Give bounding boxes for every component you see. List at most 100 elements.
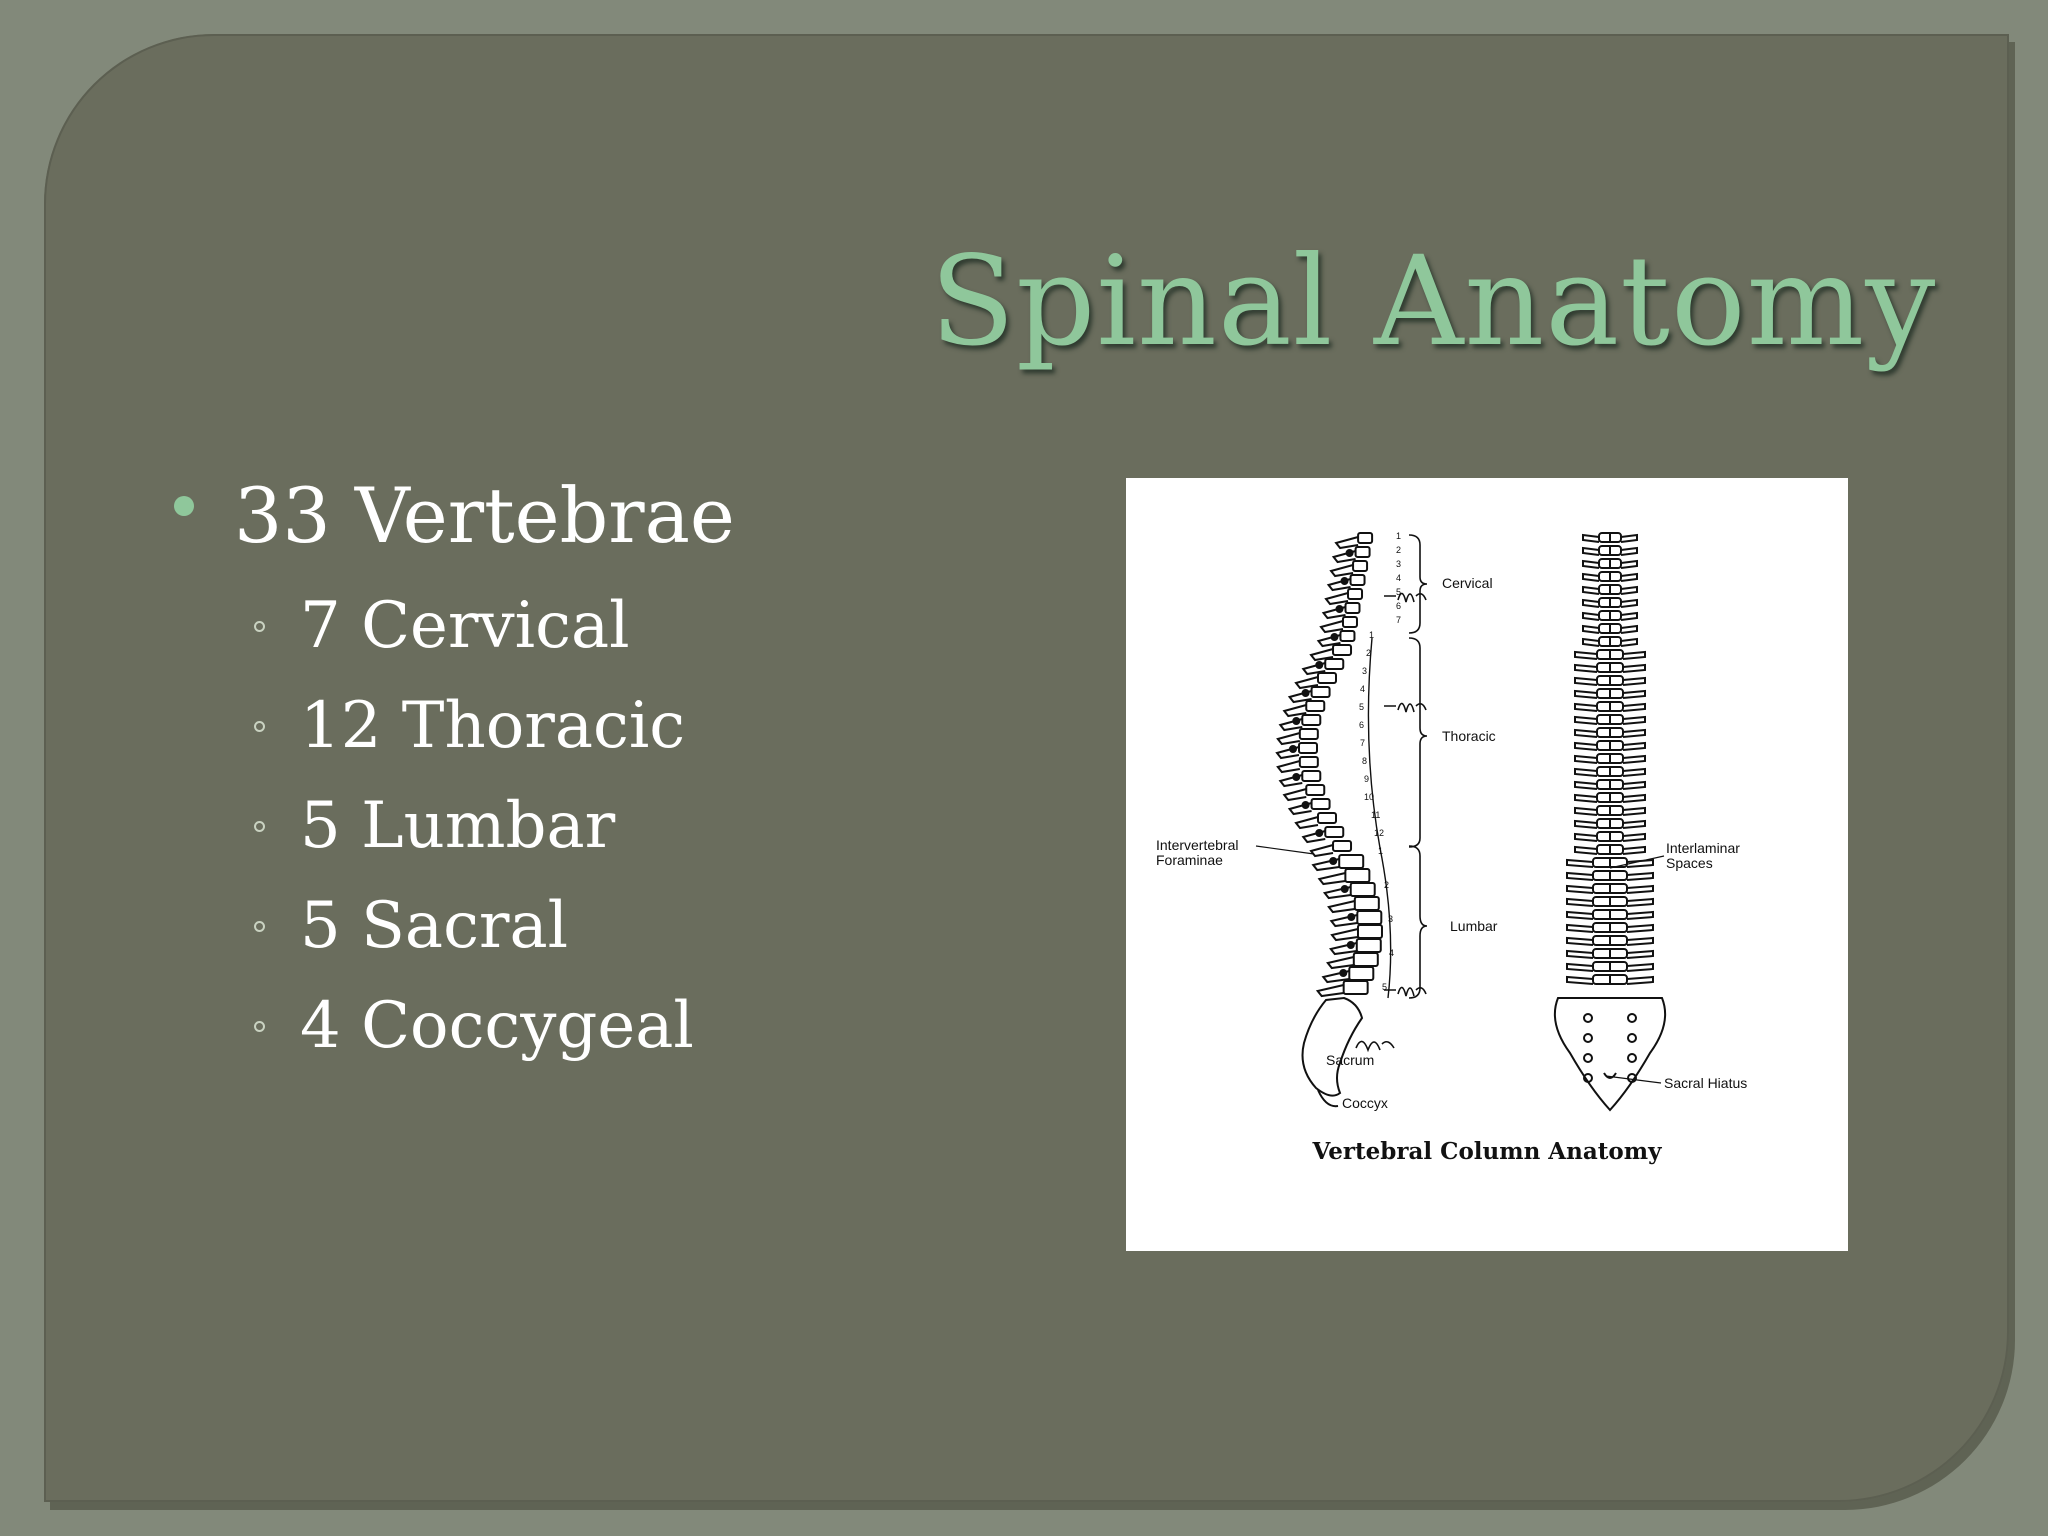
transverse-process-right xyxy=(1620,585,1638,595)
vertebral-body xyxy=(1298,742,1318,754)
svg-text:6: 6 xyxy=(1359,720,1364,730)
transverse-process-left xyxy=(1566,923,1594,933)
svg-text:12: 12 xyxy=(1374,828,1384,838)
vertebra-back xyxy=(1592,870,1628,881)
vertebral-body xyxy=(1338,854,1365,869)
vertebra-back xyxy=(1596,805,1624,816)
sub-bullet-text: 12 Thoracic xyxy=(300,689,686,763)
vertebral-body xyxy=(1341,616,1358,628)
vertebral-body xyxy=(1348,966,1375,981)
sub-bullet-text: 7 Cervical xyxy=(300,589,630,663)
spinous-process xyxy=(1321,606,1346,620)
transverse-process-right xyxy=(1622,819,1646,829)
transverse-process-left xyxy=(1574,819,1598,829)
transverse-process-right xyxy=(1620,624,1638,634)
spinous-process xyxy=(1317,872,1346,886)
svg-text:5: 5 xyxy=(1396,587,1401,597)
transverse-process-right xyxy=(1622,663,1646,673)
svg-text:1: 1 xyxy=(1369,630,1374,640)
vertebra-back xyxy=(1592,922,1628,933)
transverse-process-left xyxy=(1582,546,1600,556)
svg-text:2: 2 xyxy=(1384,880,1389,890)
transverse-process-left xyxy=(1566,975,1594,985)
transverse-process-left xyxy=(1582,598,1600,608)
transverse-process-left xyxy=(1582,572,1600,582)
svg-text:9: 9 xyxy=(1364,774,1369,784)
vertebral-body xyxy=(1344,602,1361,614)
spinous-process xyxy=(1287,802,1312,816)
sub-bullet-thoracic: 12 Thoracic xyxy=(254,676,1070,776)
sacral-foramen xyxy=(1583,1053,1593,1063)
vertebral-body xyxy=(1349,574,1366,586)
vertebral-body xyxy=(1347,588,1364,600)
spinous-process xyxy=(1329,564,1354,578)
foramen-mark xyxy=(1301,689,1310,697)
spinous-process xyxy=(1315,984,1344,998)
vertebra-back xyxy=(1592,935,1628,946)
sub-bullet-coccygeal: 4 Coccygeal xyxy=(254,976,1070,1076)
coccyx-shape xyxy=(1317,1089,1339,1108)
vertebral-body xyxy=(1317,812,1337,824)
foramen-mark xyxy=(1315,829,1324,837)
transverse-process-right xyxy=(1626,936,1654,946)
spinous-process xyxy=(1322,886,1351,900)
label-intervertebral: Intervertebral xyxy=(1156,837,1239,853)
sacrum-back-shape xyxy=(1554,997,1666,1112)
vertebral-body xyxy=(1310,798,1331,810)
vertebra-back xyxy=(1596,779,1624,790)
svg-text:4: 4 xyxy=(1396,573,1401,583)
transverse-process-right xyxy=(1620,533,1638,543)
spinous-process xyxy=(1282,788,1307,802)
sub-bullet-text: 4 Coccygeal xyxy=(300,989,694,1063)
svg-text:5: 5 xyxy=(1382,982,1387,992)
transverse-process-left xyxy=(1582,637,1600,647)
foramen-mark xyxy=(1289,745,1297,753)
foramen-mark xyxy=(1292,717,1301,725)
vertebra-back xyxy=(1596,649,1624,660)
sacrum-shape xyxy=(1301,996,1364,1097)
transverse-process-left xyxy=(1574,832,1598,842)
transverse-process-right xyxy=(1620,598,1638,608)
label-spaces: Spaces xyxy=(1666,855,1713,871)
transverse-process-right xyxy=(1626,884,1654,894)
transverse-process-right xyxy=(1620,559,1638,569)
vertebra-back xyxy=(1596,831,1624,842)
svg-text:1: 1 xyxy=(1378,846,1383,856)
vertebral-body xyxy=(1324,658,1345,670)
vertebra-back xyxy=(1596,818,1624,829)
vertebral-body xyxy=(1305,784,1326,796)
transverse-process-left xyxy=(1574,689,1598,699)
svg-text:7: 7 xyxy=(1396,615,1401,625)
spinous-process xyxy=(1324,592,1349,606)
transverse-process-right xyxy=(1622,754,1646,764)
foramen-mark xyxy=(1347,913,1356,921)
foramen-mark xyxy=(1345,549,1354,557)
handwritten-annotations xyxy=(1355,592,1427,1053)
spinous-process xyxy=(1329,942,1358,956)
transverse-process-right xyxy=(1622,780,1646,790)
transverse-process-right xyxy=(1622,793,1646,803)
transverse-process-left xyxy=(1574,663,1598,673)
bullet-dot-icon xyxy=(174,496,194,516)
vertebra-back xyxy=(1596,844,1624,855)
transverse-process-left xyxy=(1574,793,1598,803)
transverse-process-left xyxy=(1582,585,1600,595)
vertebral-body xyxy=(1301,714,1322,726)
spinous-process xyxy=(1329,914,1358,928)
transverse-process-right xyxy=(1622,702,1646,712)
vertebra-back xyxy=(1596,688,1624,699)
vertebra-back xyxy=(1598,558,1622,569)
transverse-process-left xyxy=(1566,884,1594,894)
svg-text:5: 5 xyxy=(1359,702,1364,712)
transverse-process-right xyxy=(1622,715,1646,725)
bullet-text: 33 Vertebrae xyxy=(234,471,735,560)
spinous-process xyxy=(1301,662,1326,676)
sacral-hiatus-mark xyxy=(1603,1072,1617,1079)
vertebra-back xyxy=(1598,636,1622,647)
vertebral-body xyxy=(1301,770,1322,782)
side-spine-drawing xyxy=(1275,532,1392,1108)
vertebra-back xyxy=(1598,623,1622,634)
